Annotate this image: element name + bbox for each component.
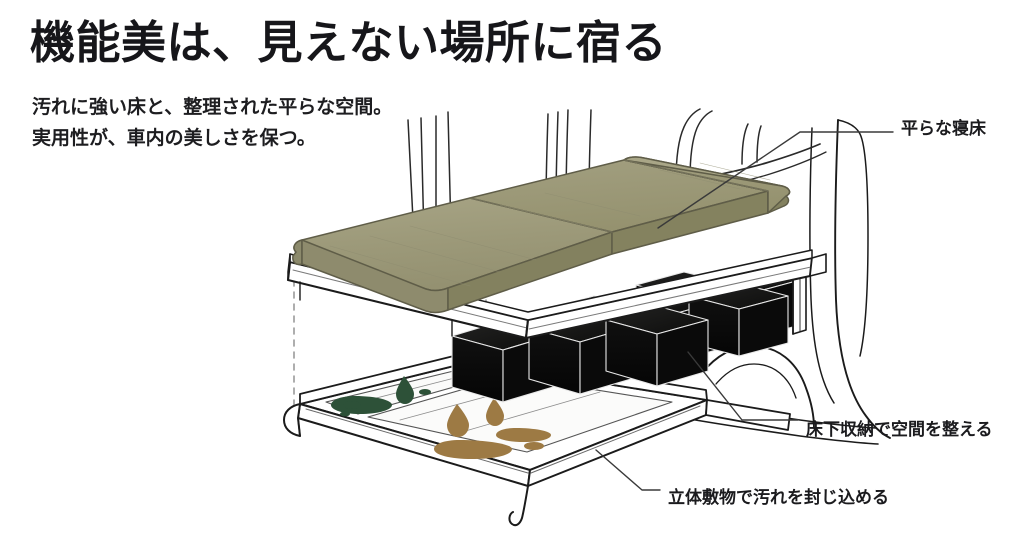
brown-drop-b	[486, 398, 504, 426]
vehicle-body-shell	[683, 119, 891, 445]
callout-three-d-mat: 立体敷物で汚れを封じ込める	[668, 488, 889, 507]
green-puddle	[331, 389, 431, 417]
page-title: 機能美は、見えない場所に宿る	[30, 18, 668, 68]
brown-puddle	[434, 428, 551, 459]
mattress-assembly	[292, 156, 791, 314]
stain-marks	[331, 376, 551, 459]
leader-underfloor	[687, 351, 799, 421]
brown-drop-a	[447, 404, 469, 437]
leader-lines	[595, 131, 894, 491]
green-drop	[396, 376, 414, 404]
mattress-panel-left	[292, 197, 613, 314]
leader-mat	[595, 449, 661, 491]
callout-underfloor-storage: 床下収納で空間を整える	[806, 420, 993, 439]
subheading-copy: 汚れに強い床と、整理された平らな空間。 実用性が、車内の美しさを保つ。	[32, 97, 393, 149]
leader-flat-bed	[657, 131, 894, 229]
callout-flat-bed: 平らな寝床	[901, 119, 986, 138]
